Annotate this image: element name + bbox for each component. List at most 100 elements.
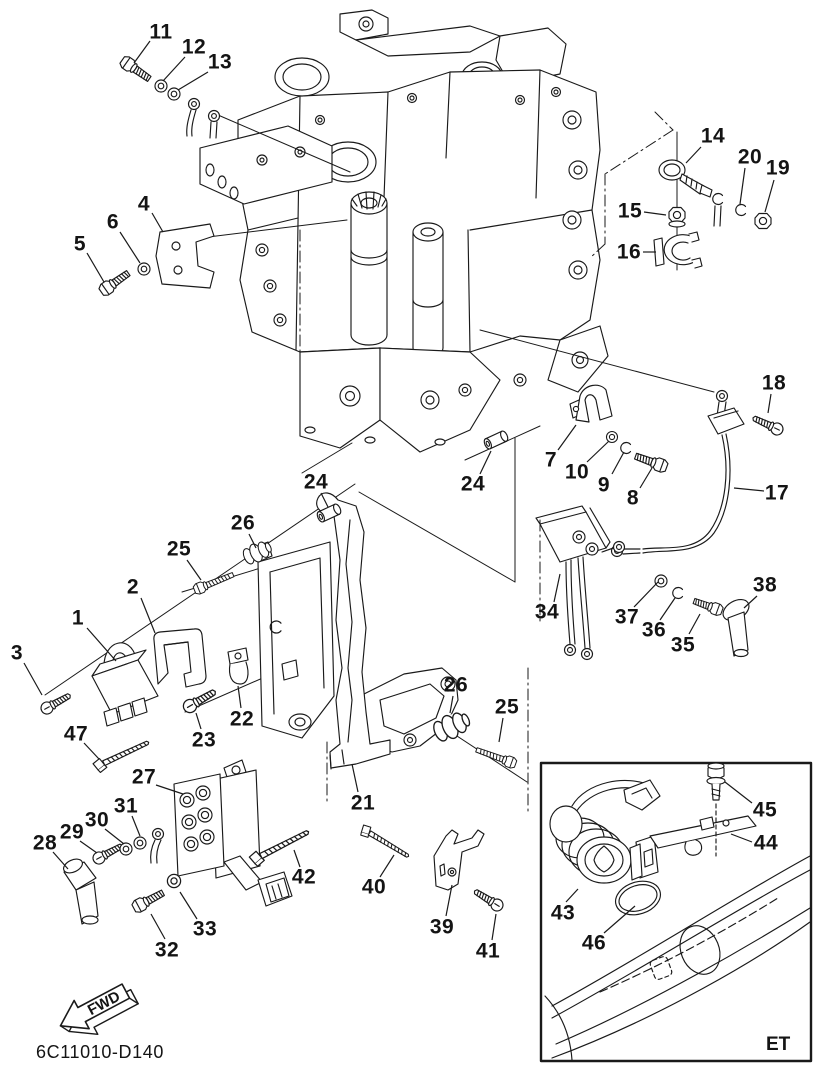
leader-line-33 xyxy=(179,891,198,920)
leader-line-25 xyxy=(186,559,202,581)
part-label-13: 13 xyxy=(207,50,233,74)
part-label-9: 9 xyxy=(597,473,611,497)
part-label-25: 25 xyxy=(166,537,192,561)
part-label-38: 38 xyxy=(752,573,778,597)
part-label-19: 19 xyxy=(765,156,791,180)
leader-line-29 xyxy=(79,840,98,854)
plug-cap-28 xyxy=(63,858,99,925)
clamp-22 xyxy=(227,647,249,685)
part-label-15: 15 xyxy=(617,199,643,223)
leader-line-46 xyxy=(603,905,636,934)
part-label-46: 46 xyxy=(581,931,607,955)
leader-line-8 xyxy=(639,467,653,489)
leader-line-37 xyxy=(633,581,659,608)
leader-line-25 xyxy=(498,717,504,743)
part-label-24: 24 xyxy=(303,470,329,494)
leader-line-28 xyxy=(52,851,69,870)
part-label-6: 6 xyxy=(106,210,120,234)
fwd-arrow xyxy=(59,983,139,1035)
part-label-1: 1 xyxy=(71,606,85,630)
part-label-17: 17 xyxy=(764,481,790,505)
plug-cap-38 xyxy=(722,598,750,658)
leader-line-43 xyxy=(565,888,579,903)
leader-line-21 xyxy=(351,763,359,793)
terminal-hardware xyxy=(117,54,221,139)
leader-line-40 xyxy=(379,854,395,878)
part-label-27: 27 xyxy=(131,765,157,789)
leader-line-4 xyxy=(151,212,164,233)
leader-line-7 xyxy=(557,424,577,451)
coil-34 xyxy=(535,505,626,661)
part-label-7: 7 xyxy=(544,448,558,472)
part-label-10: 10 xyxy=(564,460,590,484)
leader-line-24 xyxy=(320,492,329,508)
leader-line-38 xyxy=(743,595,758,609)
leader-line-36 xyxy=(659,597,676,621)
anode-group xyxy=(653,159,772,269)
part-label-29: 29 xyxy=(59,820,85,844)
part-label-39: 39 xyxy=(429,915,455,939)
leader-line-45 xyxy=(724,781,753,804)
leader-line-31 xyxy=(131,815,141,837)
leader-line-27 xyxy=(155,784,184,795)
leader-line-5 xyxy=(86,252,105,283)
inset-region-label: ET xyxy=(766,1034,791,1055)
cdi-27 xyxy=(150,759,293,907)
leader-line-2 xyxy=(140,597,156,634)
part-label-44: 44 xyxy=(753,831,779,855)
leader-line-18 xyxy=(767,393,772,414)
cover-2 xyxy=(153,628,207,688)
leader-line-47 xyxy=(83,742,100,760)
leader-line-3 xyxy=(23,662,43,696)
leader-line-15 xyxy=(643,211,667,216)
leader-line-14 xyxy=(685,146,702,164)
leader-line-20 xyxy=(739,167,746,205)
leader-line-35 xyxy=(688,613,701,635)
diagram-code: 6C11010-D140 xyxy=(36,1042,164,1062)
part-label-25: 25 xyxy=(494,695,520,719)
leader-line-13 xyxy=(177,71,209,91)
part-label-32: 32 xyxy=(154,938,180,962)
part-label-22: 22 xyxy=(229,707,255,731)
leader-line-26 xyxy=(248,533,257,549)
bracket-39 xyxy=(433,829,485,891)
part-label-3: 3 xyxy=(10,641,24,665)
leader-line-32 xyxy=(150,913,166,940)
part-label-34: 34 xyxy=(534,600,560,624)
leader-line-1 xyxy=(86,627,117,662)
part-label-33: 33 xyxy=(192,917,218,941)
part-label-26: 26 xyxy=(443,673,469,697)
part-label-5: 5 xyxy=(73,232,87,256)
part-label-35: 35 xyxy=(670,633,696,657)
part-label-4: 4 xyxy=(137,192,151,216)
leader-line-39 xyxy=(445,884,453,917)
part-label-2: 2 xyxy=(126,575,140,599)
part-label-14: 14 xyxy=(700,124,726,148)
part-label-24: 24 xyxy=(460,472,486,496)
part-label-20: 20 xyxy=(737,145,763,169)
leader-line-11 xyxy=(133,40,151,64)
part-label-12: 12 xyxy=(181,35,207,59)
part-label-45: 45 xyxy=(752,798,778,822)
part-label-26: 26 xyxy=(230,511,256,535)
bracket-21 xyxy=(251,492,459,770)
leader-line-23 xyxy=(195,712,202,730)
clamp-7-group xyxy=(569,384,670,475)
part-label-41: 41 xyxy=(475,939,501,963)
leader-line-6 xyxy=(119,231,141,264)
part-label-30: 30 xyxy=(84,808,110,832)
leader-line-22 xyxy=(237,685,242,709)
part-label-42: 42 xyxy=(291,865,317,889)
leader-line-9 xyxy=(611,451,625,475)
leader-line-10 xyxy=(586,440,610,463)
part-label-40: 40 xyxy=(361,875,387,899)
leader-line-34 xyxy=(553,573,561,603)
leader-line-12 xyxy=(162,56,186,82)
bracket-4 xyxy=(96,223,215,298)
part-label-23: 23 xyxy=(191,728,217,752)
part-label-16: 16 xyxy=(616,240,642,264)
leader-line-26 xyxy=(449,695,454,714)
ground-lead-17 xyxy=(610,389,786,558)
